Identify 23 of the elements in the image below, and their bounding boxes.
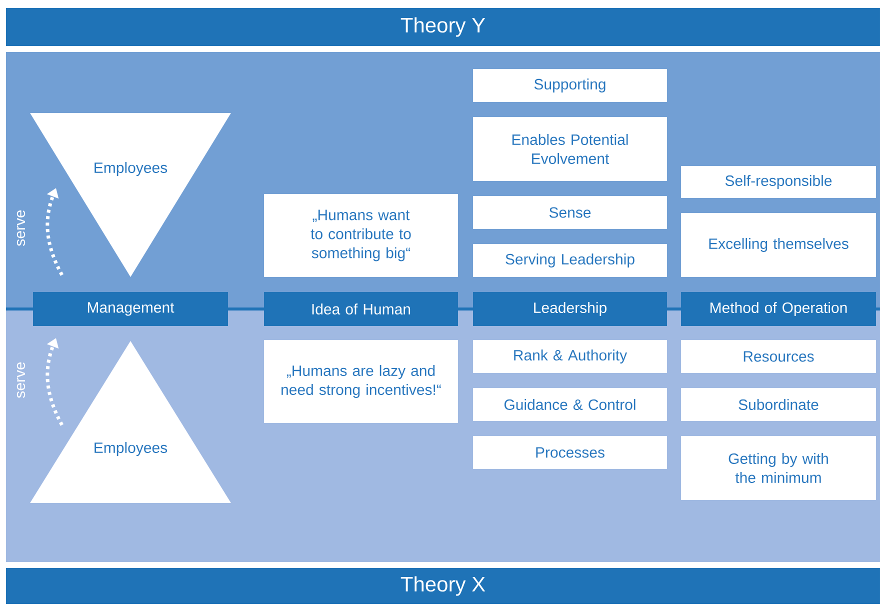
text-box: Resources (681, 340, 876, 373)
text-box: Sense (473, 196, 667, 229)
text-box: Guidance & Control (473, 388, 667, 421)
header-box: Management (33, 292, 228, 326)
text-box: Excelling themselves (681, 213, 876, 277)
triangle: Employees (30, 113, 231, 277)
text-box: Serving Leadership (473, 244, 667, 277)
text-box: Subordinate (681, 388, 876, 421)
text-box: Rank & Authority (473, 340, 667, 373)
title-bar: Theory X (6, 568, 880, 604)
header-box: Leadership (473, 292, 667, 326)
triangle: Employees (30, 341, 231, 503)
header-box: Idea of Human (264, 292, 458, 326)
text-box: „Humans want to contribute to something big“ (264, 194, 458, 277)
title-bar: Theory Y (6, 8, 880, 46)
text-box: Processes (473, 436, 667, 469)
text-box: „Humans are lazy and need strong incentives!“ (264, 340, 458, 423)
arrow-label: serve (16, 362, 26, 398)
text-box: Getting by with the minimum (681, 436, 876, 500)
header-box: Method of Operation (681, 292, 876, 326)
text-box: Enables Potential Evolvement (473, 117, 667, 181)
text-box: Supporting (473, 69, 667, 102)
text-box: Self-responsible (681, 166, 876, 198)
